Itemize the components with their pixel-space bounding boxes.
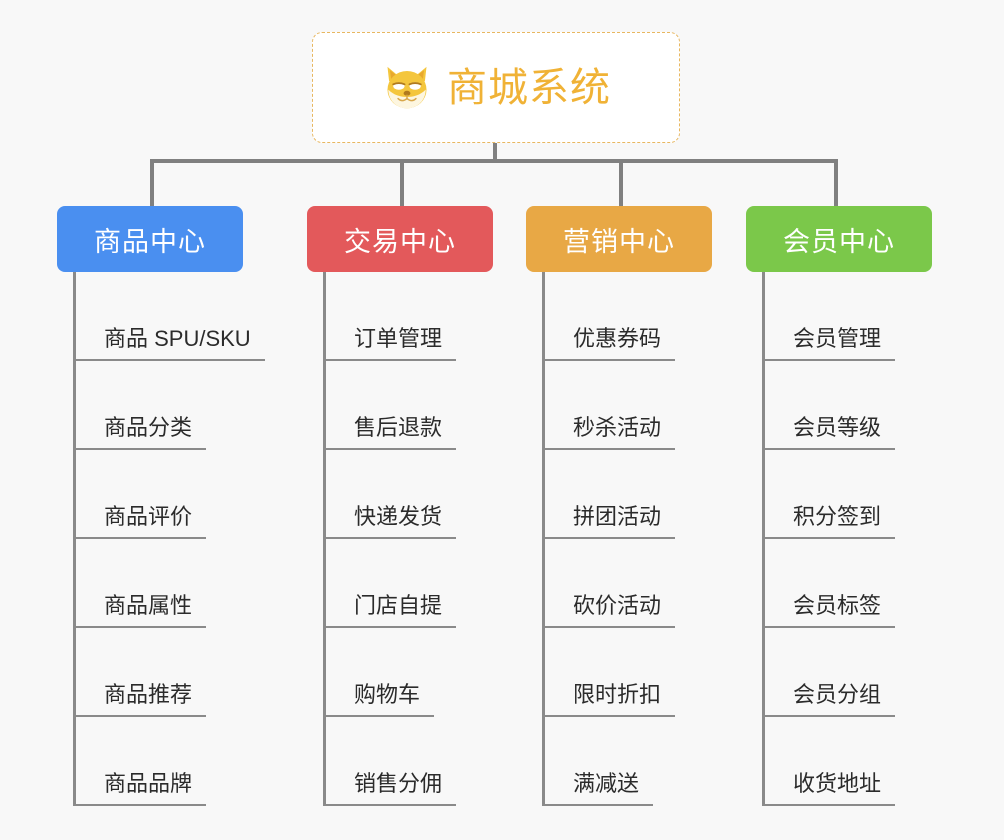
leaf-label: 秒杀活动 [573,414,662,440]
leaf-item[interactable]: 商品推荐 [73,628,265,717]
leaf-item[interactable]: 会员管理 [762,272,896,361]
leaf-underline: 积分签到 [765,503,896,539]
leaf-label: 商品属性 [104,592,193,618]
leaf-underline: 商品品牌 [76,770,207,806]
leaf-underline: 限时折扣 [545,681,676,717]
category-node-3[interactable]: 营销中心 [526,206,712,272]
leaf-item[interactable]: 门店自提 [323,539,457,628]
leaf-item[interactable]: 商品评价 [73,450,265,539]
category-drop-connector [400,159,404,206]
leaf-label: 会员等级 [793,414,882,440]
leaf-item[interactable]: 砍价活动 [542,539,676,628]
leaf-underline: 门店自提 [326,592,457,628]
category-drop-connector [150,159,154,206]
leaf-underline: 收货地址 [765,770,896,806]
leaf-label: 满减送 [573,770,640,796]
leaf-item[interactable]: 会员等级 [762,361,896,450]
leaf-item[interactable]: 售后退款 [323,361,457,450]
shiba-dog-icon [387,66,427,108]
branch-column-1: 商品 SPU/SKU 商品分类商品评价商品属性商品推荐商品品牌 [73,272,265,806]
leaf-label: 会员分组 [793,681,882,707]
leaf-underline: 满减送 [545,770,654,806]
leaf-underline: 拼团活动 [545,503,676,539]
leaf-underline: 会员等级 [765,414,896,450]
leaf-label: 会员标签 [793,592,882,618]
leaf-underline: 购物车 [326,681,435,717]
leaf-label: 商品品牌 [104,770,193,796]
branch-trunk-connector [542,272,545,806]
leaf-label: 收货地址 [793,770,882,796]
leaf-label: 购物车 [354,681,421,707]
category-label: 营销中心 [563,226,675,257]
leaf-underline: 会员标签 [765,592,896,628]
leaf-item[interactable]: 购物车 [323,628,456,717]
leaf-underline: 商品分类 [76,414,207,450]
root-stem-connector [493,143,497,163]
leaf-underline: 售后退款 [326,414,457,450]
leaf-label: 砍价活动 [573,592,662,618]
leaf-label: 订单管理 [354,325,443,351]
branch-trunk-connector [323,272,326,806]
branch-trunk-connector [762,272,765,806]
leaf-item[interactable]: 秒杀活动 [542,361,676,450]
horizontal-bus-connector [150,159,836,163]
leaf-item[interactable]: 收货地址 [762,717,896,806]
leaf-label: 优惠券码 [573,325,662,351]
leaf-label: 限时折扣 [573,681,662,707]
category-node-1[interactable]: 商品中心 [57,206,243,272]
leaf-item[interactable]: 会员标签 [762,539,896,628]
leaf-item[interactable]: 订单管理 [323,272,457,361]
leaf-item[interactable]: 满减送 [542,717,675,806]
leaf-underline: 优惠券码 [545,325,676,361]
leaf-label: 售后退款 [354,414,443,440]
leaf-item[interactable]: 商品属性 [73,539,265,628]
leaf-underline: 砍价活动 [545,592,676,628]
leaf-underline: 快递发货 [326,503,457,539]
leaf-label: 积分签到 [793,503,882,529]
category-drop-connector [619,159,623,206]
leaf-item[interactable]: 拼团活动 [542,450,676,539]
branch-column-4: 会员管理会员等级积分签到会员标签会员分组收货地址 [762,272,896,806]
branch-column-3: 优惠券码秒杀活动拼团活动砍价活动限时折扣满减送 [542,272,676,806]
leaf-label: 会员管理 [793,325,882,351]
leaf-label: 销售分佣 [354,770,443,796]
leaf-underline: 商品推荐 [76,681,207,717]
leaf-label: 拼团活动 [573,503,662,529]
leaf-underline: 商品评价 [76,503,207,539]
leaf-label: 快递发货 [354,503,443,529]
root-node[interactable]: 商城系统 [312,32,680,143]
category-label: 交易中心 [344,226,456,257]
leaf-item[interactable]: 商品分类 [73,361,265,450]
leaf-item[interactable]: 会员分组 [762,628,896,717]
leaf-underline: 订单管理 [326,325,457,361]
leaf-item[interactable]: 优惠券码 [542,272,676,361]
branch-trunk-connector [73,272,76,806]
leaf-item[interactable]: 商品 SPU/SKU [73,272,265,361]
category-node-4[interactable]: 会员中心 [746,206,932,272]
branch-column-2: 订单管理售后退款快递发货门店自提购物车销售分佣 [323,272,457,806]
category-label: 商品中心 [94,226,206,257]
leaf-label: 商品分类 [104,414,193,440]
root-title: 商城系统 [447,65,611,110]
category-label: 会员中心 [783,226,895,257]
leaf-label: 商品 SPU/SKU [104,325,251,351]
leaf-label: 商品推荐 [104,681,193,707]
leaf-label: 门店自提 [354,592,443,618]
leaf-underline: 会员分组 [765,681,896,717]
leaf-underline: 商品属性 [76,592,207,628]
category-drop-connector [834,159,838,206]
leaf-underline: 秒杀活动 [545,414,676,450]
leaf-item[interactable]: 积分签到 [762,450,896,539]
leaf-item[interactable]: 商品品牌 [73,717,265,806]
category-node-2[interactable]: 交易中心 [307,206,493,272]
leaf-underline: 商品 SPU/SKU [76,325,265,361]
leaf-item[interactable]: 快递发货 [323,450,457,539]
leaf-item[interactable]: 销售分佣 [323,717,457,806]
leaf-underline: 会员管理 [765,325,896,361]
leaf-label: 商品评价 [104,503,193,529]
leaf-item[interactable]: 限时折扣 [542,628,676,717]
leaf-underline: 销售分佣 [326,770,457,806]
